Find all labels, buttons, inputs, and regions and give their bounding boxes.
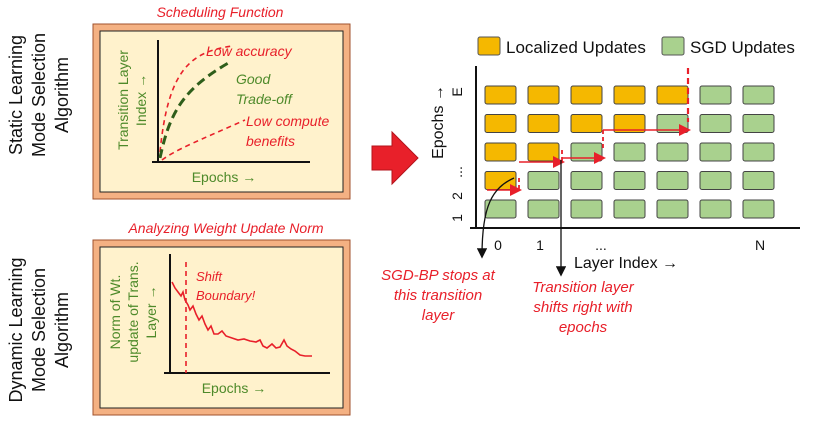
grid-cell-sgd	[699, 114, 732, 133]
grid-cell-localized	[527, 114, 560, 133]
grid-cell-localized	[527, 85, 560, 105]
grid-cell-localized	[613, 85, 646, 105]
dynamic-y-label-line1: Norm of Wt.	[107, 275, 123, 350]
callout-left-line3: layer	[422, 307, 456, 324]
grid-y-title: Epochs →	[430, 85, 447, 159]
dynamic-y-label-line2: update of Trans.	[125, 261, 141, 362]
callout-left-arrow	[476, 177, 515, 259]
grid-cells	[484, 85, 775, 219]
grid-cell-sgd	[742, 171, 775, 190]
grid-y-tick-1: 1	[449, 214, 465, 222]
grid-cell-sgd	[656, 171, 689, 190]
static-panel-body	[99, 30, 344, 193]
grid-cell-sgd	[699, 171, 732, 190]
grid-cell-sgd	[742, 114, 775, 133]
shift-label-line2: Boundary!	[196, 288, 256, 303]
callout-left-line1: SGD-BP stops at	[381, 267, 495, 284]
grid-cell-localized	[484, 114, 517, 133]
dynamic-y-label-line3: Layer →	[143, 286, 159, 339]
legend-localized-swatch	[477, 36, 501, 56]
static-x-label: Epochs →	[192, 169, 257, 185]
low-compute-label-line2: benefits	[246, 133, 295, 149]
grid-x-title: Layer Index →	[574, 255, 678, 272]
grid-cell-sgd	[484, 199, 517, 219]
grid-cell-sgd	[613, 171, 646, 190]
grid-cell-localized	[484, 142, 517, 162]
grid-y-tick-dots: ...	[449, 166, 465, 178]
grid-cell-localized	[656, 85, 689, 105]
static-label-line2: Mode Selection	[29, 33, 49, 157]
grid-cell-sgd	[742, 142, 775, 162]
dynamic-label-line3: Algorithm	[52, 292, 72, 368]
dynamic-side-label: Dynamic Learning Mode Selection Algorith…	[6, 257, 72, 402]
callout-right-line2: shifts right with	[533, 299, 632, 316]
grid-cell-sgd	[527, 199, 560, 219]
callout-left-line2: this transition	[394, 287, 482, 304]
static-label-line1: Static Learning	[6, 35, 26, 155]
grid-x-tick-n: N	[755, 237, 765, 253]
grid-cell-sgd	[742, 85, 775, 105]
weight-norm-curve	[171, 281, 312, 357]
grid-cell-sgd	[742, 199, 775, 219]
legend-sgd-label: SGD Updates	[690, 38, 795, 57]
grid-x-tick-0: 0	[494, 237, 502, 253]
dynamic-label-line2: Mode Selection	[29, 268, 49, 392]
callout-right-line3: epochs	[559, 319, 608, 336]
grid-cell-sgd	[570, 171, 603, 190]
grid-cell-localized	[613, 114, 646, 133]
grid-cell-localized	[570, 114, 603, 133]
grid-cell-localized	[484, 85, 517, 105]
grid-y-tick-e: E	[449, 87, 465, 96]
dynamic-panel-body	[99, 246, 344, 409]
dynamic-label-line1: Dynamic Learning	[6, 257, 26, 402]
low-accuracy-curve	[159, 45, 233, 153]
callout-right-line1: Transition layer	[532, 279, 634, 296]
grid-cell-sgd	[527, 171, 560, 190]
good-label-line1: Good	[236, 71, 271, 87]
static-label-line3: Algorithm	[52, 57, 72, 133]
grid-cell-localized	[570, 85, 603, 105]
grid-cell-sgd	[699, 85, 732, 105]
grid-cell-sgd	[656, 199, 689, 219]
low-accuracy-label: Low accuracy	[206, 43, 293, 59]
good-label-line2: Trade-off	[236, 91, 294, 107]
grid-cell-sgd	[656, 142, 689, 162]
dynamic-x-label: Epochs →	[202, 380, 267, 396]
grid-x-tick-1: 1	[536, 237, 544, 253]
low-compute-label-line1: Low compute	[246, 113, 329, 129]
grid-cell-sgd	[699, 199, 732, 219]
legend-sgd-swatch	[661, 36, 685, 56]
grid-cell-sgd	[699, 142, 732, 162]
legend-localized-label: Localized Updates	[506, 38, 646, 57]
static-side-label: Static Learning Mode Selection Algorithm	[6, 33, 72, 157]
grid-y-tick-2: 2	[449, 192, 465, 200]
shift-label-line1: Shift	[196, 269, 223, 284]
static-panel-title: Scheduling Function	[157, 4, 284, 20]
good-tradeoff-curve	[158, 60, 231, 159]
dynamic-panel-title: Analyzing Weight Update Norm	[127, 220, 323, 236]
grid-cell-sgd	[613, 142, 646, 162]
static-y-label-line1: Transition Layer	[115, 50, 131, 150]
grid-cell-sgd	[570, 199, 603, 219]
static-y-label-line2: Index →	[133, 74, 149, 126]
grid-cell-sgd	[613, 199, 646, 219]
grid-x-tick-dots: ...	[595, 237, 607, 253]
flow-arrow-icon	[371, 130, 419, 186]
grid-cell-localized	[527, 142, 560, 162]
transition-staircase	[487, 68, 691, 196]
